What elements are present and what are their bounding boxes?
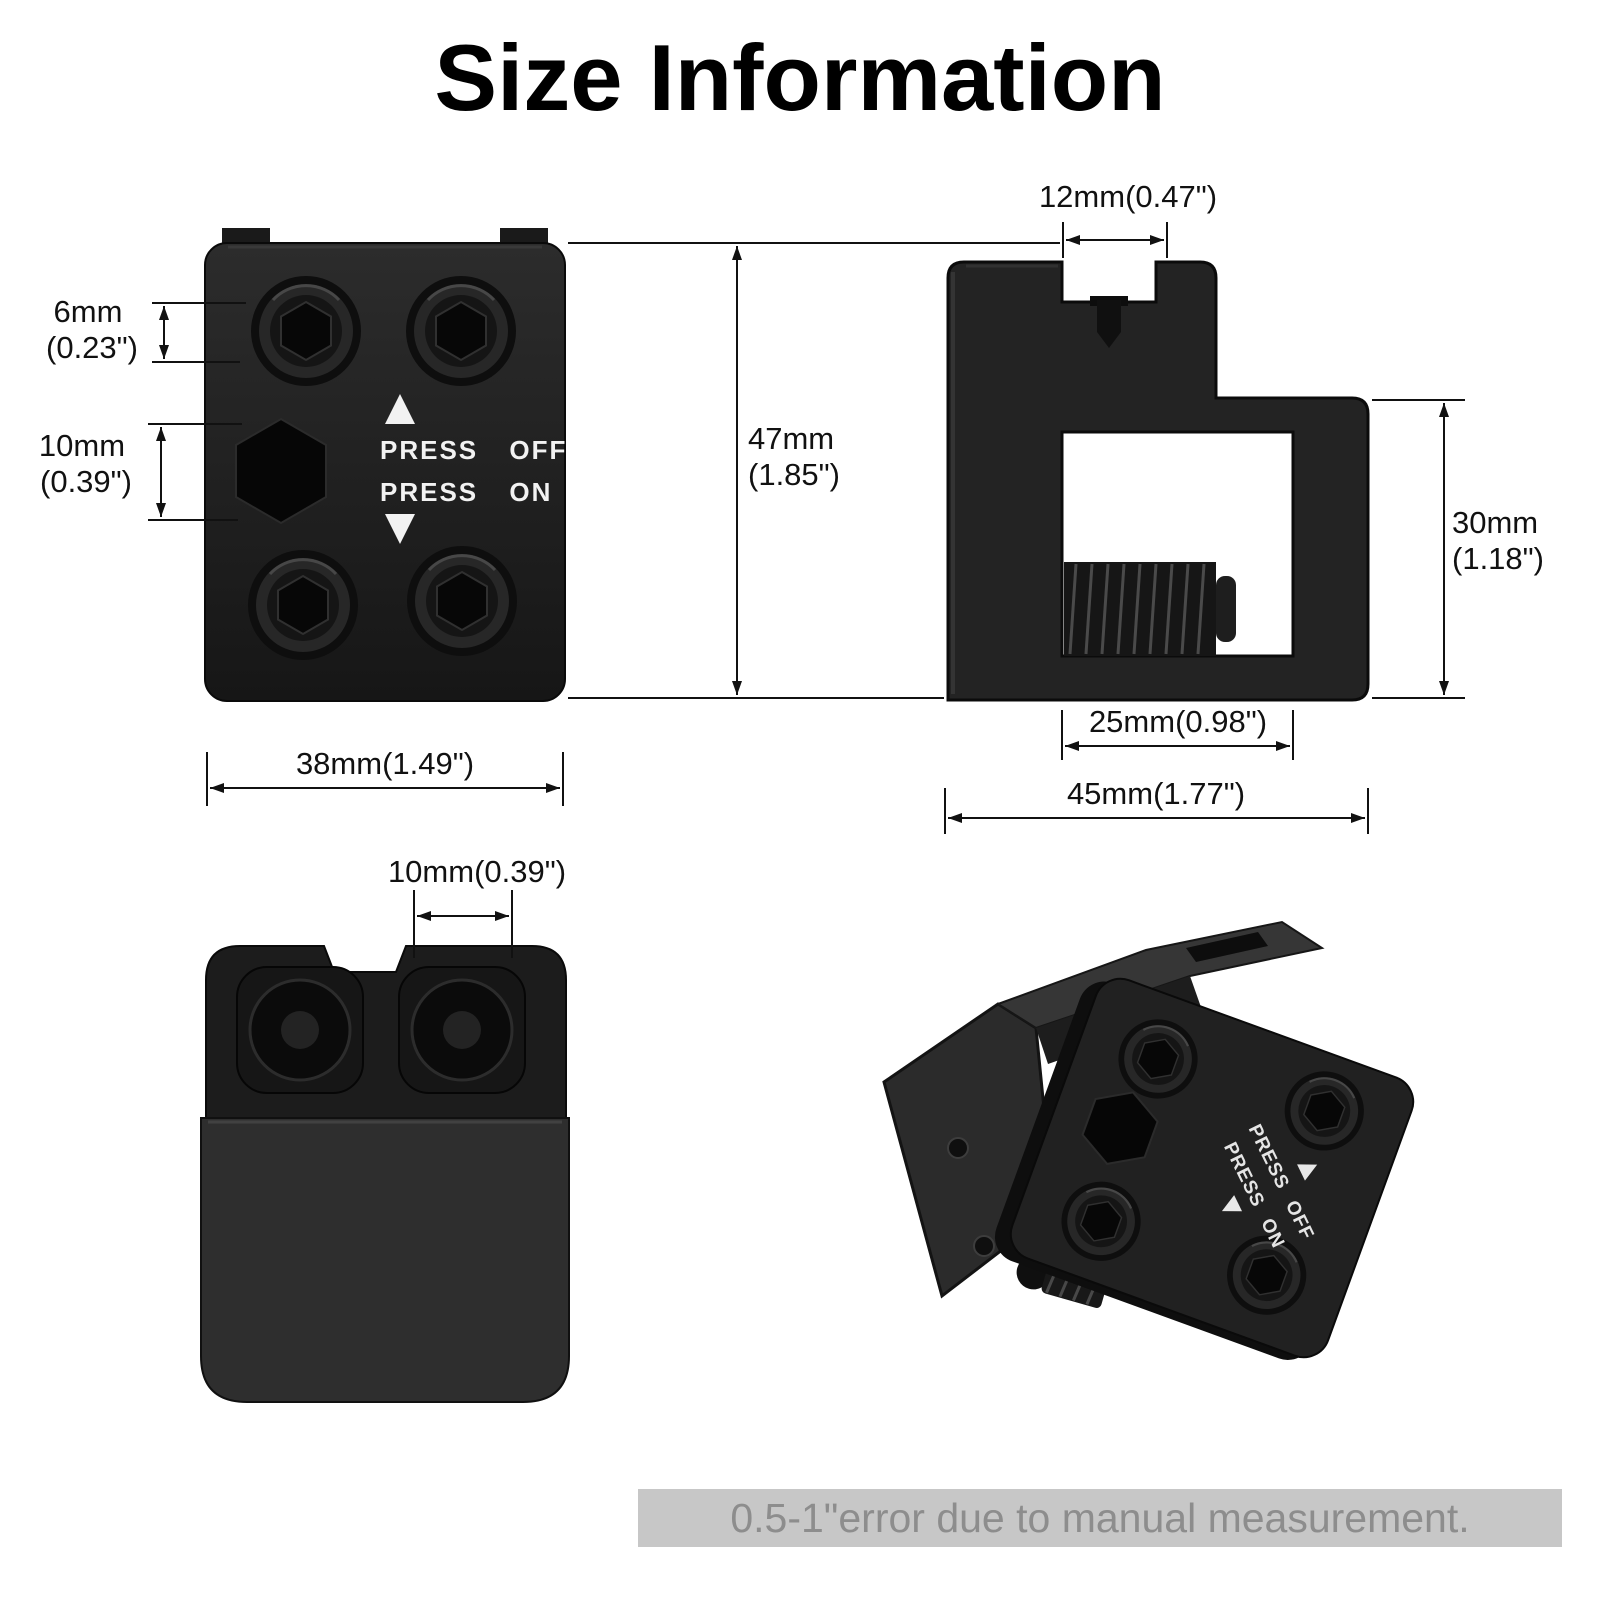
top-screw-icon	[1090, 296, 1128, 348]
screw-barrel-icon	[235, 965, 365, 1095]
bottom-view	[200, 945, 570, 1403]
dimension-label: 25mm(0.98")	[1089, 704, 1267, 739]
front-plate-3d: PRESS OFF PRESS ON	[994, 977, 1415, 1360]
screw-hole-icon	[973, 1235, 995, 1257]
front-view: PRESS OFF PRESS ON	[204, 228, 567, 702]
dim-inner-25mm: 25mm(0.98")	[1061, 704, 1294, 760]
base-plate	[200, 1117, 570, 1403]
dimension-label: 45mm(1.77")	[1067, 776, 1245, 811]
dimension-label: 10mm(0.39")	[388, 854, 566, 889]
dimension-label: (1.85")	[748, 457, 840, 492]
dim-side-width-45mm: 45mm(1.77")	[944, 776, 1369, 834]
hex-socket-screw-icon	[249, 274, 363, 388]
dimension-label: 6mm	[54, 294, 123, 329]
threaded-screw-icon	[1064, 562, 1236, 656]
dim-height-47mm: 47mm (1.85")	[568, 242, 1060, 699]
arrow-down-icon	[385, 514, 415, 544]
press-off-label: PRESS OFF	[380, 435, 567, 465]
hex-socket-screw-icon	[246, 548, 360, 662]
press-on-label: PRESS ON	[380, 477, 552, 507]
screw-barrel-icon	[397, 965, 527, 1095]
dimension-label: (0.39")	[40, 464, 132, 499]
dimension-label: (1.18")	[1452, 541, 1544, 576]
perspective-view: PRESS OFF PRESS ON	[882, 920, 1415, 1360]
dim-socket-6mm: 6mm (0.23")	[46, 294, 246, 365]
hex-socket-screw-icon	[405, 544, 519, 658]
dim-nut-10mm: 10mm (0.39")	[39, 423, 242, 521]
arrow-up-icon	[385, 394, 415, 424]
side-view	[946, 260, 1370, 702]
jaw-slot	[1186, 932, 1268, 962]
dimension-label: 12mm(0.47")	[1039, 179, 1217, 214]
dimension-label: (0.23")	[46, 330, 138, 365]
dimension-label: 38mm(1.49")	[296, 746, 474, 781]
dim-hole-10mm: 10mm(0.39")	[388, 854, 566, 958]
side-profile	[946, 260, 1370, 702]
hex-nut-icon	[1081, 1091, 1159, 1165]
hex-nut-icon	[235, 417, 327, 525]
dimension-label: 47mm	[748, 421, 834, 456]
screw-hole-icon	[947, 1137, 969, 1159]
arrow-up-icon	[1297, 1164, 1318, 1181]
dim-width-38mm: 38mm(1.49")	[206, 746, 564, 806]
dim-side-height-30mm: 30mm (1.18")	[1372, 399, 1544, 699]
page-title: Size Information	[434, 25, 1166, 130]
dim-slot-12mm: 12mm(0.47")	[1039, 179, 1217, 258]
dimension-label: 10mm	[39, 428, 125, 463]
dimension-label: 30mm	[1452, 505, 1538, 540]
arrow-down-icon	[1221, 1195, 1243, 1212]
measurement-disclaimer: 0.5-1"error due to manual measurement.	[638, 1489, 1562, 1547]
hex-socket-screw-icon	[404, 274, 518, 388]
